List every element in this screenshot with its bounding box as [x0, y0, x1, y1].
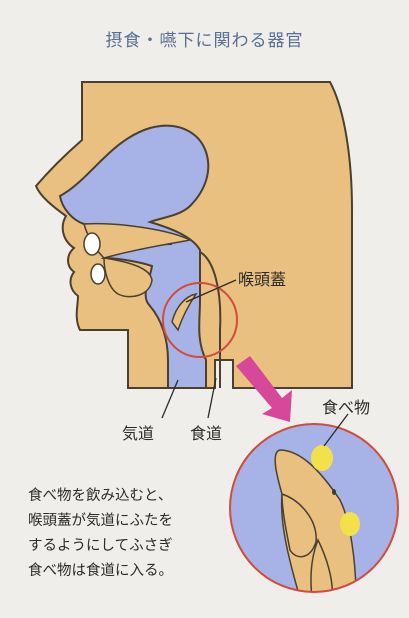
trachea-label: 気道: [122, 420, 154, 444]
caption-line: 食べ物は食道に入る。: [28, 559, 238, 584]
epiglottis-label: 喉頭蓋: [238, 266, 286, 290]
upper-tooth: [84, 233, 100, 255]
caption-line: 喉頭蓋が気道にふたを: [28, 509, 238, 534]
food-label: 食べ物: [322, 394, 370, 418]
food-bolus-2: [340, 512, 360, 536]
caption-text: 食べ物を飲み込むと、 喉頭蓋が気道にふたを するようにしてふさぎ 食べ物は食道に…: [28, 484, 238, 584]
caption-line: 食べ物を飲み込むと、: [28, 484, 238, 509]
esophagus-label: 食道: [190, 420, 222, 444]
lower-tooth: [91, 264, 105, 284]
food-bolus-1: [311, 445, 333, 471]
caption-line: するようにしてふさぎ: [28, 534, 238, 559]
